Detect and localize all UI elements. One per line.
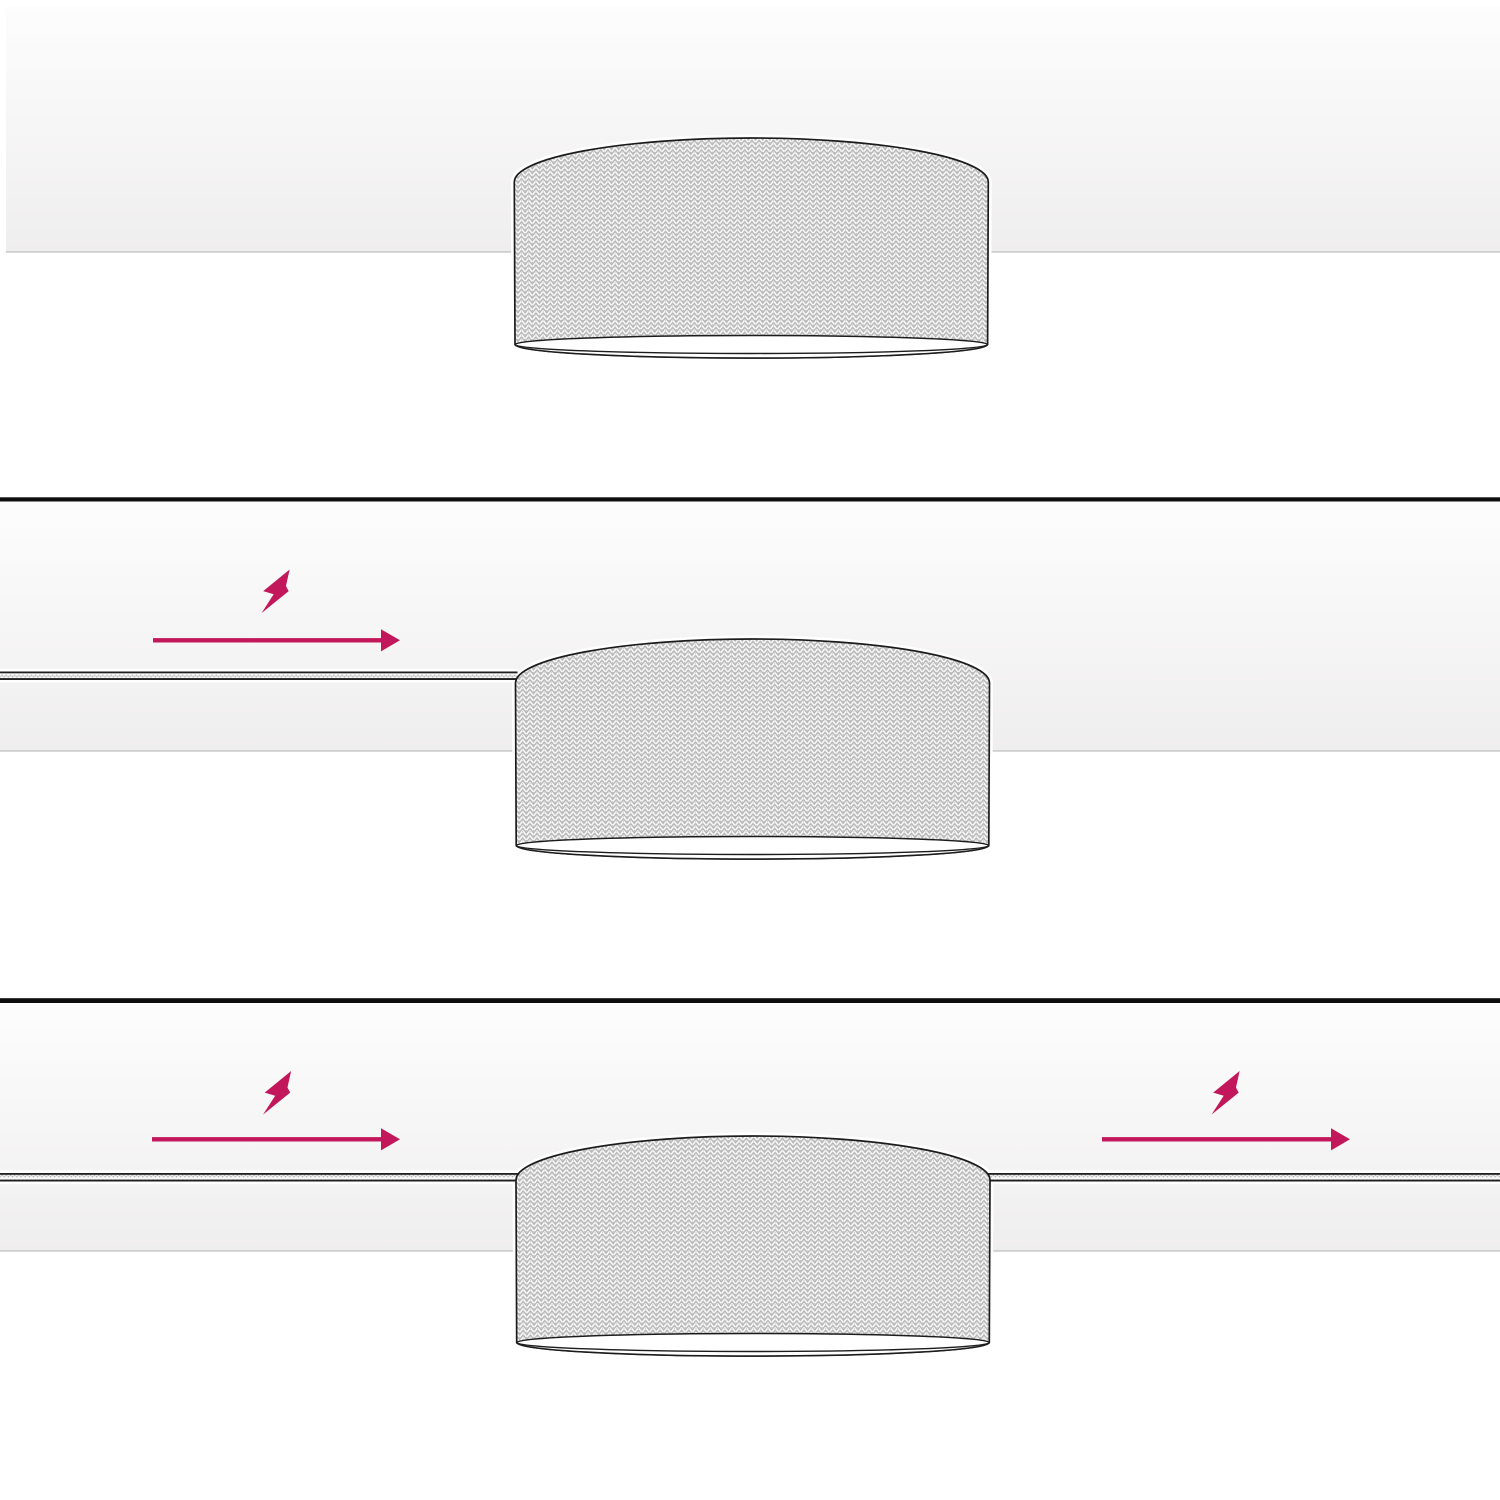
drum-ceiling-lamp <box>513 137 990 359</box>
drum-ceiling-lamp <box>515 1135 991 1357</box>
panel-separator-line <box>0 998 1500 1004</box>
panel-2-lamp-fed-from-left <box>0 501 1500 860</box>
flat-power-cable-left <box>0 668 518 683</box>
arrow-right-icon <box>1102 1128 1350 1151</box>
arrow-right-icon <box>152 1128 400 1151</box>
panel-separator-line <box>0 497 1500 502</box>
panel-3-lamp-pass-through-cable <box>0 1003 1500 1356</box>
flat-power-cable-right <box>986 1170 1500 1185</box>
panel-1-flush-ceiling-lamp <box>6 7 1500 358</box>
drum-ceiling-lamp <box>514 638 991 860</box>
arrow-right-icon <box>153 629 400 652</box>
flat-power-cable-left <box>0 1170 518 1185</box>
